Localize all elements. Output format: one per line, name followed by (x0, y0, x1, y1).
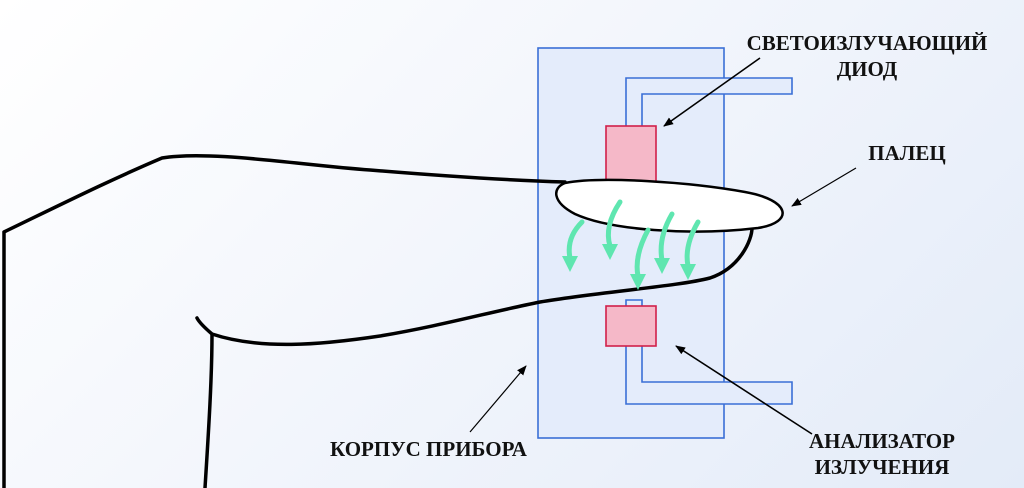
light-ray-head-2 (602, 244, 618, 260)
light-ray-3 (634, 227, 651, 279)
label-led-line1: СВЕТОИЗЛУЧАЮЩИЙ (746, 31, 988, 55)
light-ray-head-4 (654, 258, 670, 274)
leader-arrow-finger (791, 167, 857, 207)
radiation-analyzer (605, 305, 657, 347)
light-ray-heads (562, 244, 696, 290)
light-ray-head-3 (630, 274, 646, 290)
label-light-emitting-diode: СВЕТОИЗЛУЧАЮЩИЙ ДИОД (722, 30, 1012, 82)
leader-arrow-analyzer (675, 345, 813, 435)
light-ray-5 (684, 219, 701, 269)
analyzer-lead-frame (625, 299, 793, 405)
label-finger-text: ПАЛЕЦ (868, 141, 946, 165)
label-analyzer-line2: ИЗЛУЧЕНИЯ (814, 455, 950, 479)
leader-arrow-housing (469, 365, 527, 433)
hand-outline (2, 153, 754, 488)
label-finger: ПАЛЕЦ (852, 140, 962, 166)
light-ray-1 (566, 219, 585, 261)
label-housing-text: КОРПУС ПРИБОРА (330, 437, 527, 461)
label-analyzer-line1: АНАЛИЗАТОР (809, 429, 955, 453)
light-ray-head-1 (562, 256, 578, 272)
leader-arrow-led (663, 57, 761, 127)
light-ray-4 (658, 211, 675, 263)
label-device-housing: КОРПУС ПРИБОРА (330, 436, 580, 462)
label-radiation-analyzer: АНАЛИЗАТОР ИЗЛУЧЕНИЯ (782, 428, 982, 480)
light-rays (566, 199, 701, 279)
light-ray-head-5 (680, 264, 696, 280)
light-ray-2 (605, 199, 623, 249)
label-led-line2: ДИОД (836, 57, 898, 81)
led-emitter (605, 125, 657, 185)
